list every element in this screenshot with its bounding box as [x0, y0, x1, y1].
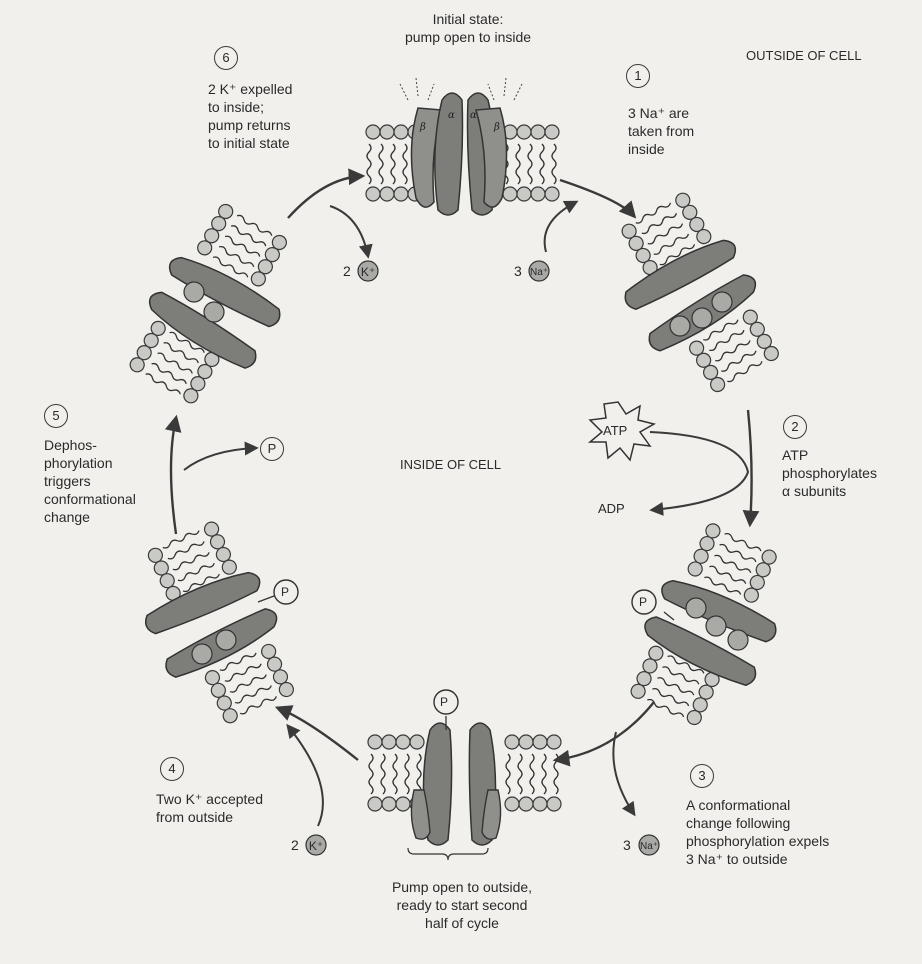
na-taken-count: 3	[514, 262, 522, 280]
outside-of-cell-label: OUTSIDE OF CELL	[746, 47, 862, 65]
svg-text:β: β	[493, 122, 500, 133]
pump-open-outside	[368, 690, 561, 860]
phosphate-bottom-label: P	[440, 693, 448, 711]
pump-step1	[593, 183, 794, 409]
svg-text:β: β	[419, 122, 426, 133]
step1-number: 1	[626, 64, 650, 88]
released-phosphate: P	[260, 437, 284, 461]
step6-number: 6	[214, 46, 238, 70]
pump-initial-state	[366, 78, 559, 215]
step4-number: 4	[160, 757, 184, 781]
k-accepted-count: 2	[291, 836, 299, 854]
na-expelled-symbol: Na⁺	[638, 838, 660, 856]
initial-state-line2: pump open to inside	[384, 28, 552, 46]
k-expelled-symbol: K⁺	[360, 263, 376, 281]
step2-number: 2	[783, 415, 807, 439]
phosphate-step2-label: P	[639, 593, 647, 611]
atp-label: ATP	[603, 422, 627, 440]
adp-label: ADP	[598, 500, 625, 518]
pump-step4	[118, 513, 309, 738]
initial-state-caption: Initial state: pump open to inside	[384, 10, 552, 46]
inside-of-cell-label: INSIDE OF CELL	[400, 456, 501, 474]
step3-number: 3	[690, 764, 714, 788]
phosphate-step4-label: P	[281, 583, 289, 601]
k-accepted-symbol: K⁺	[308, 837, 324, 855]
initial-state-line1: Initial state:	[384, 10, 552, 28]
open-outside-caption: Pump open to outside,ready to start seco…	[364, 878, 560, 932]
na-taken-symbol: Na⁺	[528, 264, 550, 282]
step5-number: 5	[44, 404, 68, 428]
na-expelled-count: 3	[623, 836, 631, 854]
svg-text:α: α	[448, 110, 455, 121]
svg-text:α: α	[470, 110, 477, 121]
k-expelled-count: 2	[343, 262, 351, 280]
